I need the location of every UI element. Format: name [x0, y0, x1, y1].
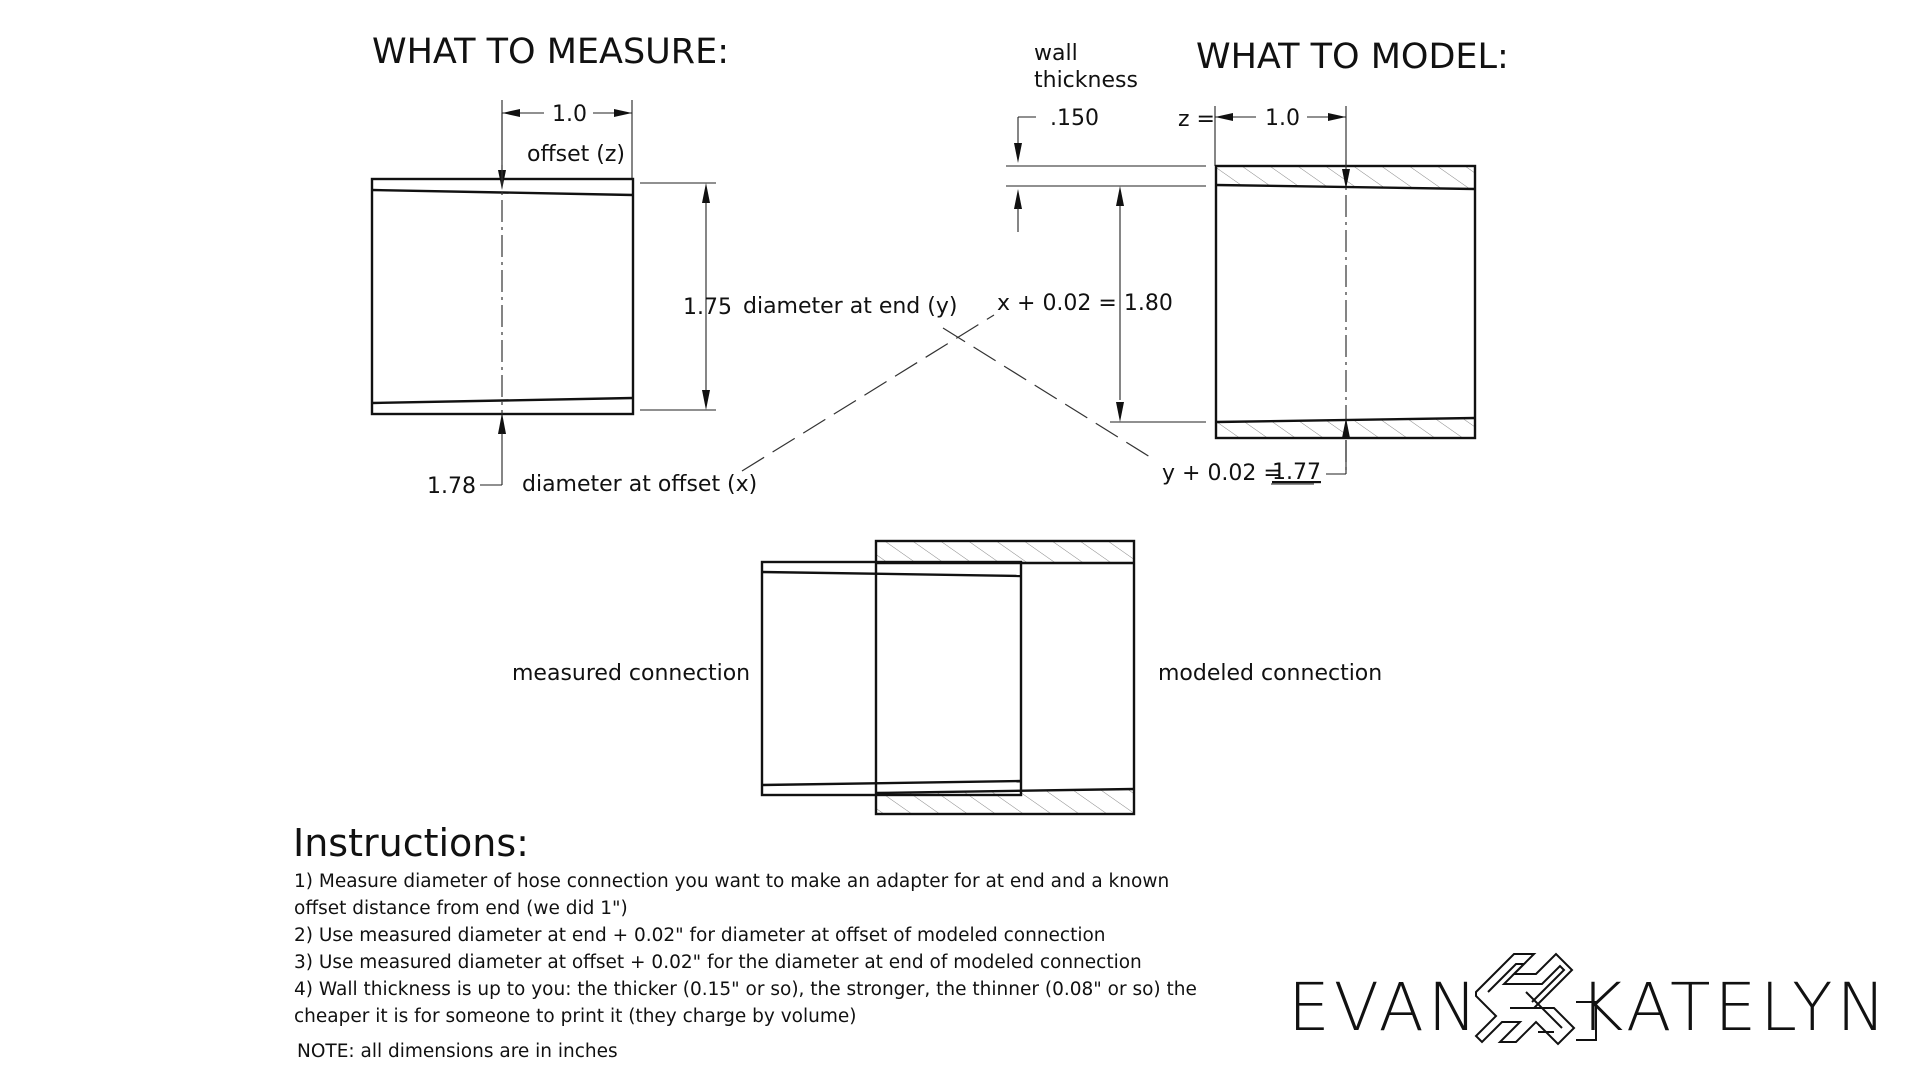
instruction-line: 3) Use measured diameter at offset + 0.0… [294, 952, 1142, 973]
measured-pipe [370, 165, 635, 420]
z-label: z = [1178, 107, 1215, 132]
modeled-connection-label: modeled connection [1158, 661, 1382, 686]
measured-connection-label: measured connection [512, 661, 750, 686]
offset-to-model-link [741, 314, 995, 472]
instruction-line: 4) Wall thickness is up to you: the thic… [294, 979, 1197, 1000]
dimensions-note: NOTE: all dimensions are in inches [297, 1041, 618, 1062]
instruction-line: offset distance from end (we did 1") [294, 898, 628, 919]
brand-logo: EVAN KATELYN [1288, 952, 1890, 1046]
offset-diameter-value: 1.78 [427, 474, 476, 499]
connection-assembly [760, 539, 1136, 816]
end-formula-value: 1.77 [1272, 460, 1321, 485]
end-formula-prefix: y + 0.02 = [1162, 461, 1282, 486]
end-diameter-value: 1.75 [683, 295, 732, 320]
offset-diameter-label: diameter at offset (x) [522, 472, 757, 497]
end-diameter-label: diameter at end (y) [743, 294, 957, 319]
measure-title: WHAT TO MEASURE: [372, 32, 729, 72]
logo-text-evan: EVAN [1288, 969, 1481, 1046]
offset-label: offset (z) [527, 142, 625, 167]
end-to-model-link [942, 327, 1151, 458]
logo-text-katelyn: KATELYN [1580, 969, 1890, 1046]
wall-thickness-label-line2: thickness [1034, 68, 1138, 93]
instructions-title: Instructions: [293, 821, 529, 865]
model-length-value: 1.0 [1265, 106, 1300, 131]
wall-thickness-value: .150 [1050, 106, 1099, 131]
instruction-line: 2) Use measured diameter at end + 0.02" … [294, 925, 1106, 946]
ampersand-knot-icon [1474, 952, 1597, 1046]
offset-formula: x + 0.02 = 1.80 [997, 291, 1173, 316]
model-title: WHAT TO MODEL: [1196, 37, 1509, 77]
measure-length-value: 1.0 [552, 102, 587, 127]
instruction-line: 1) Measure diameter of hose connection y… [294, 871, 1169, 892]
wall-thickness-label-line1: wall [1034, 41, 1078, 66]
instruction-line: cheaper it is for someone to print it (t… [294, 1006, 856, 1027]
